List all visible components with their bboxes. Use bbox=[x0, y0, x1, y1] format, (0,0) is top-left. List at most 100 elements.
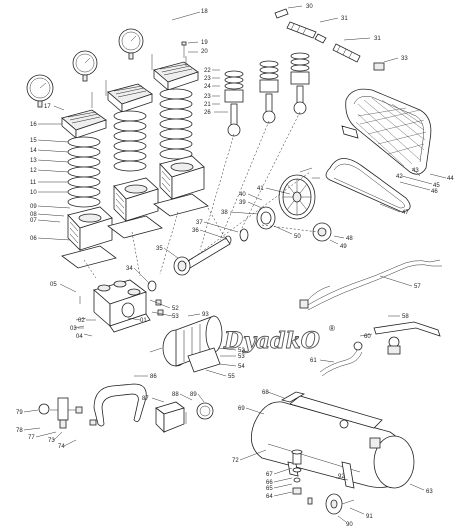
watermark-text: DyadkO bbox=[223, 328, 320, 354]
leader-lines bbox=[23, 5, 447, 523]
label-26: 26 bbox=[204, 110, 211, 116]
label-14: 14 bbox=[30, 148, 37, 154]
label-66: 66 bbox=[266, 480, 273, 486]
handle bbox=[93, 383, 147, 427]
label-53: 53 bbox=[172, 314, 179, 320]
cylinder-right bbox=[159, 155, 205, 200]
label-17: 17 bbox=[44, 104, 51, 110]
label-74: 74 bbox=[58, 444, 65, 450]
label-48: 48 bbox=[346, 236, 353, 242]
label-52b: 52 bbox=[238, 348, 245, 354]
label-16: 16 bbox=[30, 122, 37, 128]
label-36: 36 bbox=[192, 228, 199, 234]
label-47: 47 bbox=[402, 210, 409, 216]
label-11: 11 bbox=[30, 180, 37, 186]
cylinder-left bbox=[67, 206, 113, 251]
label-05: 05 bbox=[50, 282, 57, 288]
label-86: 86 bbox=[150, 374, 157, 380]
label-38: 38 bbox=[221, 210, 228, 216]
label-09: 09 bbox=[30, 204, 37, 210]
label-57: 57 bbox=[414, 284, 421, 290]
v-belt bbox=[325, 158, 411, 213]
label-52: 52 bbox=[172, 306, 179, 312]
label-65: 65 bbox=[266, 486, 273, 492]
discharge-hose bbox=[319, 341, 363, 377]
label-73: 73 bbox=[48, 438, 55, 444]
label-54: 54 bbox=[238, 364, 245, 370]
label-91: 91 bbox=[366, 514, 373, 520]
label-20: 20 bbox=[201, 49, 208, 55]
label-77: 77 bbox=[28, 435, 35, 441]
label-37: 37 bbox=[196, 220, 203, 226]
valve-plate-stack-left bbox=[67, 136, 101, 208]
pressure-gauge-mid bbox=[72, 50, 98, 82]
valve-plate-stack-mid bbox=[113, 110, 147, 172]
valve-plate-stack-right bbox=[159, 88, 193, 160]
label-19: 19 bbox=[201, 40, 208, 46]
wiring-harness bbox=[299, 259, 442, 311]
pressure-gauge-left bbox=[26, 74, 54, 108]
cylinder-head-mid bbox=[107, 83, 153, 113]
label-23b: 23 bbox=[204, 94, 211, 100]
label-41: 41 bbox=[257, 186, 264, 192]
flywheel bbox=[278, 174, 316, 220]
label-88: 88 bbox=[172, 392, 179, 398]
hose-fittings bbox=[274, 8, 385, 71]
label-24: 24 bbox=[204, 84, 211, 90]
piston-rod-3 bbox=[290, 52, 310, 115]
label-39: 39 bbox=[239, 200, 246, 206]
crankcase bbox=[93, 279, 151, 333]
cylinder-mid bbox=[113, 177, 159, 222]
pressure-switch bbox=[155, 401, 187, 433]
filter-regulator bbox=[38, 397, 97, 429]
label-87: 87 bbox=[142, 396, 149, 402]
belt-guard bbox=[341, 88, 432, 175]
pressure-gauge-right bbox=[118, 28, 144, 60]
cylinder-head-left bbox=[61, 109, 107, 139]
label-49: 49 bbox=[340, 244, 347, 250]
label-01: 01 bbox=[140, 318, 147, 324]
label-08: 08 bbox=[30, 212, 37, 218]
label-72: 72 bbox=[232, 458, 239, 464]
label-93: 93 bbox=[202, 312, 209, 318]
label-46: 46 bbox=[431, 189, 438, 195]
label-44: 44 bbox=[447, 176, 454, 182]
label-69: 69 bbox=[238, 406, 245, 412]
label-78: 78 bbox=[16, 428, 23, 434]
label-31b: 31 bbox=[374, 36, 381, 42]
label-92: 92 bbox=[338, 474, 345, 480]
label-53b: 53 bbox=[238, 354, 245, 360]
dashed-assembly-lines bbox=[83, 111, 319, 279]
electric-motor bbox=[149, 315, 223, 373]
label-13: 13 bbox=[30, 158, 37, 164]
label-67: 67 bbox=[266, 472, 273, 478]
tank-valve bbox=[291, 449, 303, 495]
cylinder-head-right bbox=[153, 61, 199, 91]
label-63: 63 bbox=[426, 489, 433, 495]
label-07: 07 bbox=[30, 218, 37, 224]
callout-labels: 18 19 20 30 31 31 33 22 23 24 23 21 26 1… bbox=[16, 4, 454, 528]
label-45: 45 bbox=[433, 183, 440, 189]
label-60: 60 bbox=[364, 334, 371, 340]
label-35: 35 bbox=[156, 246, 163, 252]
label-33: 33 bbox=[401, 56, 408, 62]
label-42: 42 bbox=[396, 174, 403, 180]
label-21: 21 bbox=[204, 102, 211, 108]
label-40: 40 bbox=[239, 192, 246, 198]
label-22: 22 bbox=[204, 68, 211, 74]
label-55: 55 bbox=[228, 374, 235, 380]
air-tank bbox=[250, 391, 415, 489]
label-68: 68 bbox=[262, 390, 269, 396]
label-89: 89 bbox=[190, 392, 197, 398]
label-06: 06 bbox=[30, 236, 37, 242]
pulley bbox=[224, 206, 332, 245]
label-30: 30 bbox=[306, 4, 313, 10]
label-64: 64 bbox=[266, 494, 273, 500]
label-15: 15 bbox=[30, 138, 37, 144]
label-34: 34 bbox=[126, 266, 133, 272]
label-18: 18 bbox=[201, 9, 208, 15]
label-03: 03 bbox=[70, 326, 77, 332]
gauge-89 bbox=[196, 402, 214, 420]
label-02: 02 bbox=[78, 318, 85, 324]
